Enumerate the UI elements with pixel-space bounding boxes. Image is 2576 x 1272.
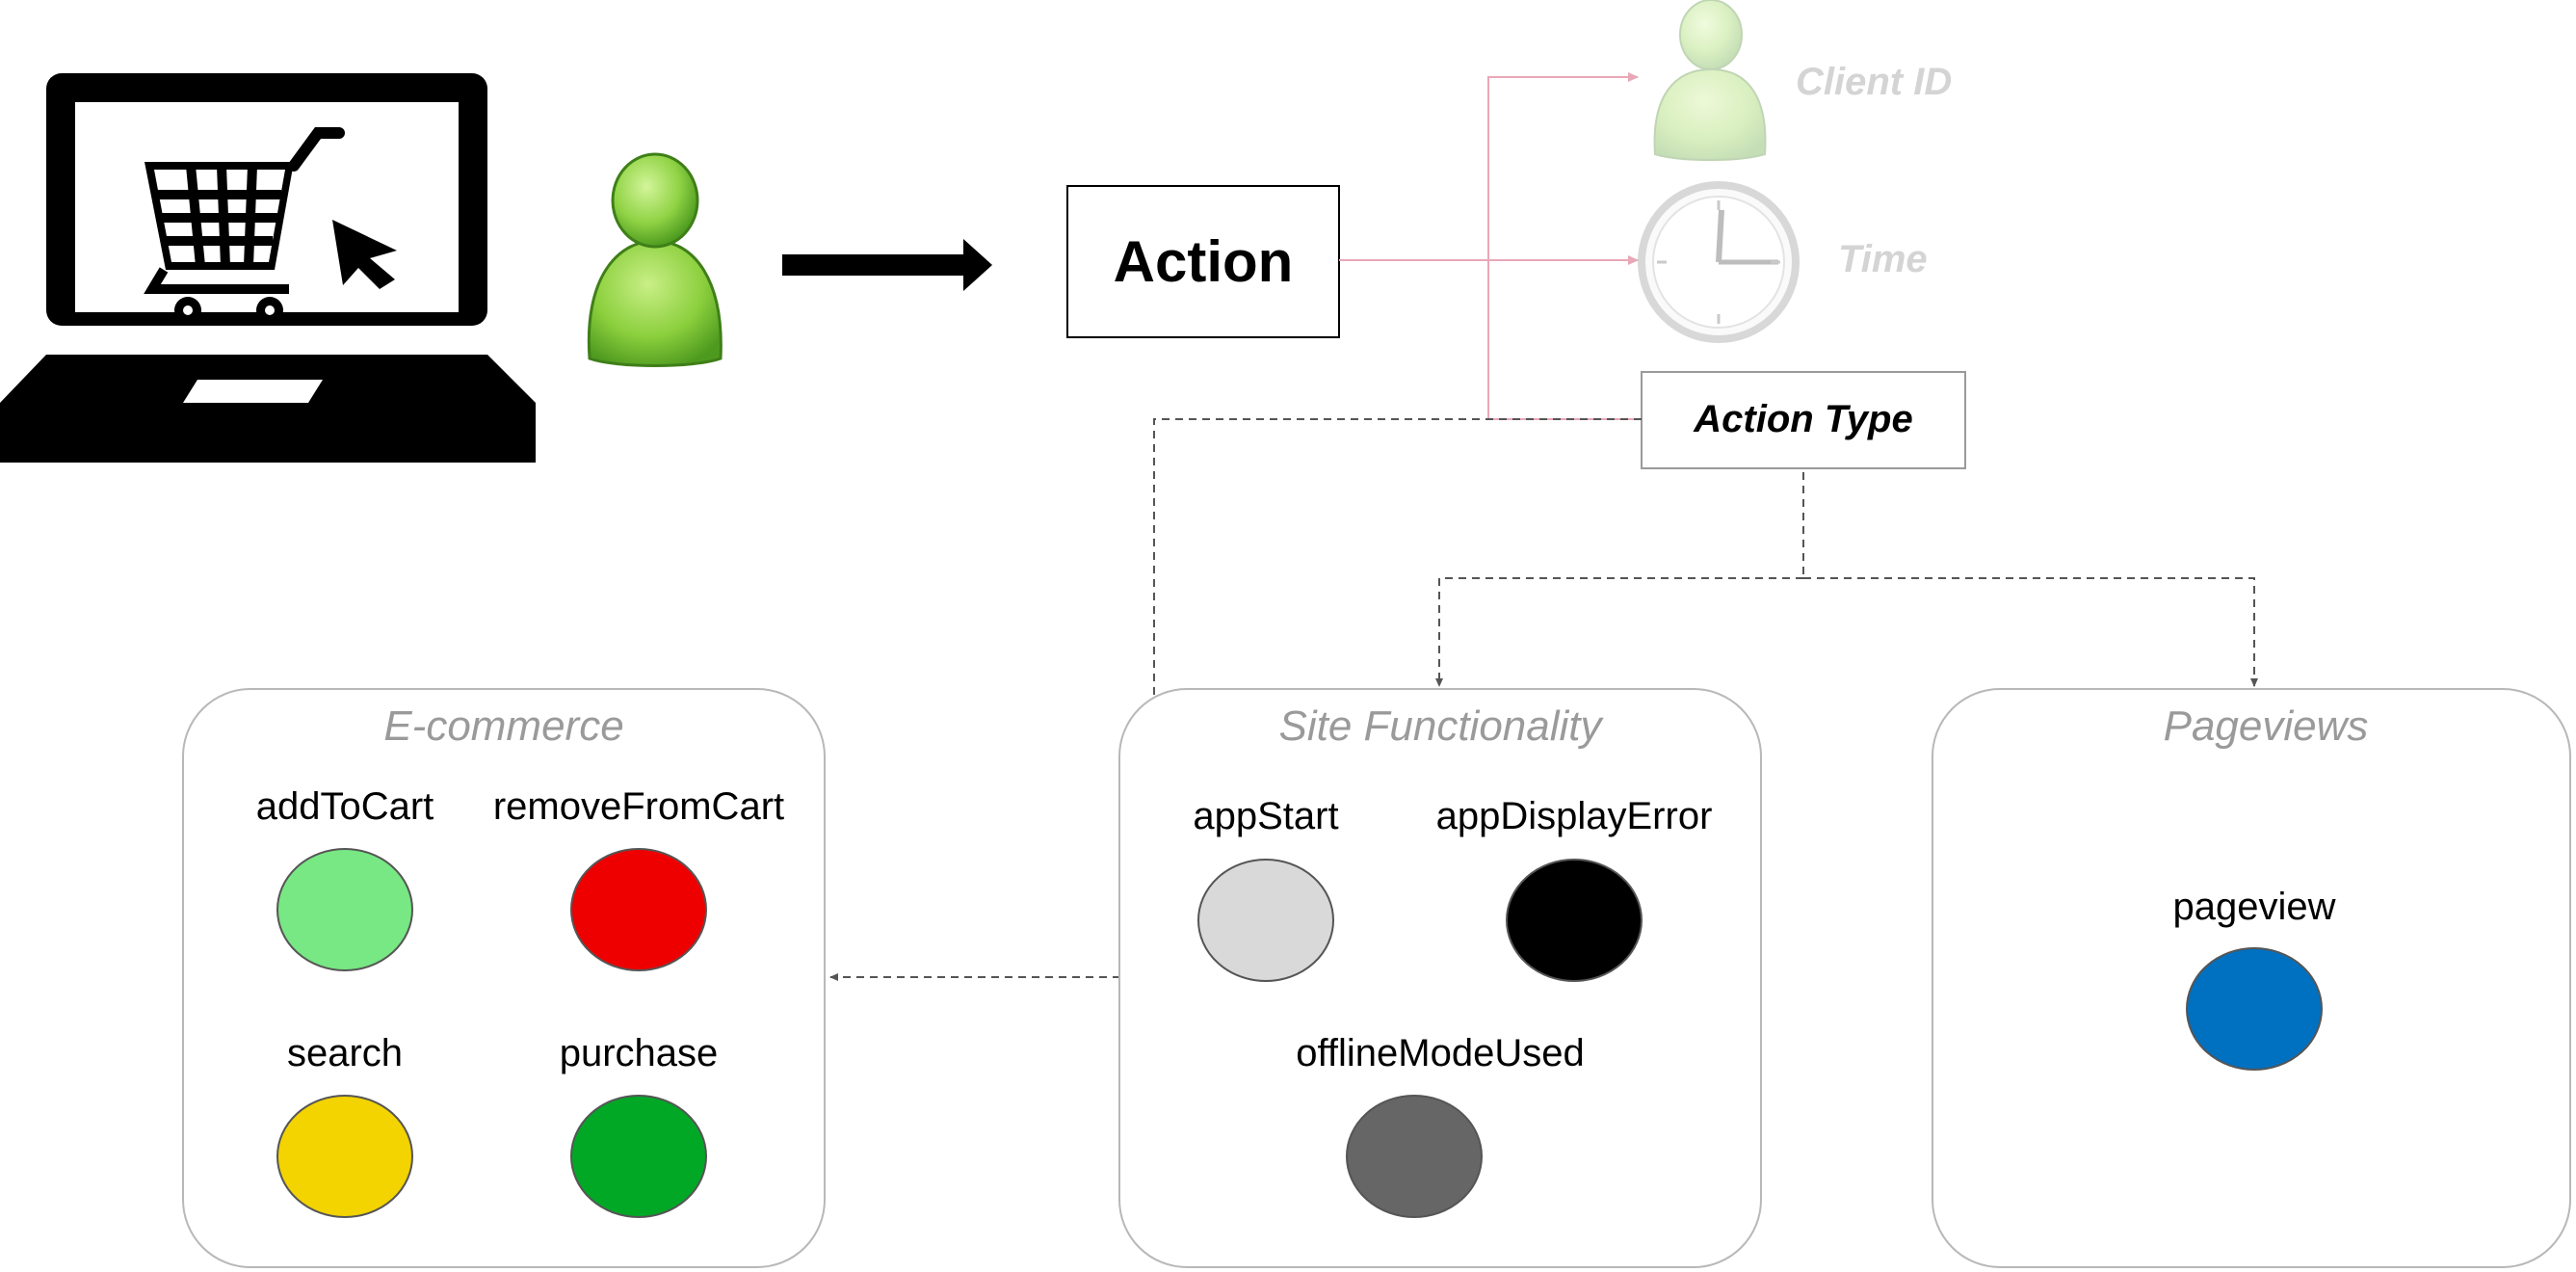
event-label-appstart: appStart	[1193, 795, 1338, 837]
action-connectors	[1339, 72, 1643, 420]
site-functionality-group: Site Functionality appStart appDisplayEr…	[1118, 688, 1762, 1268]
event-dot-search	[276, 1095, 413, 1218]
event-label-addtocart: addToCart	[256, 785, 434, 828]
arrow-right-icon	[782, 239, 992, 291]
event-label-search: search	[287, 1032, 403, 1074]
event-dot-removefromcart	[570, 848, 707, 971]
site-functionality-title: Site Functionality	[1278, 702, 1604, 750]
action-type-node: Action Type	[1641, 371, 1966, 469]
action-label: Action	[1114, 229, 1294, 294]
ecommerce-title: E-commerce	[383, 702, 623, 750]
ecommerce-group: E-commerce addToCart removeFromCart sear…	[182, 688, 826, 1268]
time-label: Time	[1838, 238, 1928, 280]
event-dot-appstart	[1197, 859, 1334, 982]
user-icon	[587, 152, 723, 367]
event-dot-offlinemodeused	[1346, 1095, 1483, 1218]
action-node: Action	[1066, 185, 1340, 338]
client-user-icon	[1653, 0, 1767, 161]
event-label-offlinemodeused: offlineModeUsed	[1296, 1032, 1584, 1074]
event-label-removefromcart: removeFromCart	[493, 785, 784, 828]
clock-icon	[1638, 181, 1800, 343]
event-label-appdisplayerror: appDisplayError	[1436, 795, 1713, 837]
client-id-label: Client ID	[1796, 61, 1952, 103]
event-dot-addtocart	[276, 848, 413, 971]
action-type-label: Action Type	[1693, 398, 1912, 440]
event-label-purchase: purchase	[560, 1032, 719, 1074]
event-dot-appdisplayerror	[1506, 859, 1643, 982]
pageviews-title: Pageviews	[2164, 702, 2369, 750]
event-dot-pageview	[2186, 947, 2323, 1071]
event-label-pageview: pageview	[2172, 886, 2335, 928]
pageviews-group: Pageviews pageview	[1932, 688, 2571, 1268]
action-type-connectors	[829, 418, 2258, 981]
laptop-cart-icon	[0, 73, 536, 463]
event-dot-purchase	[570, 1095, 707, 1218]
